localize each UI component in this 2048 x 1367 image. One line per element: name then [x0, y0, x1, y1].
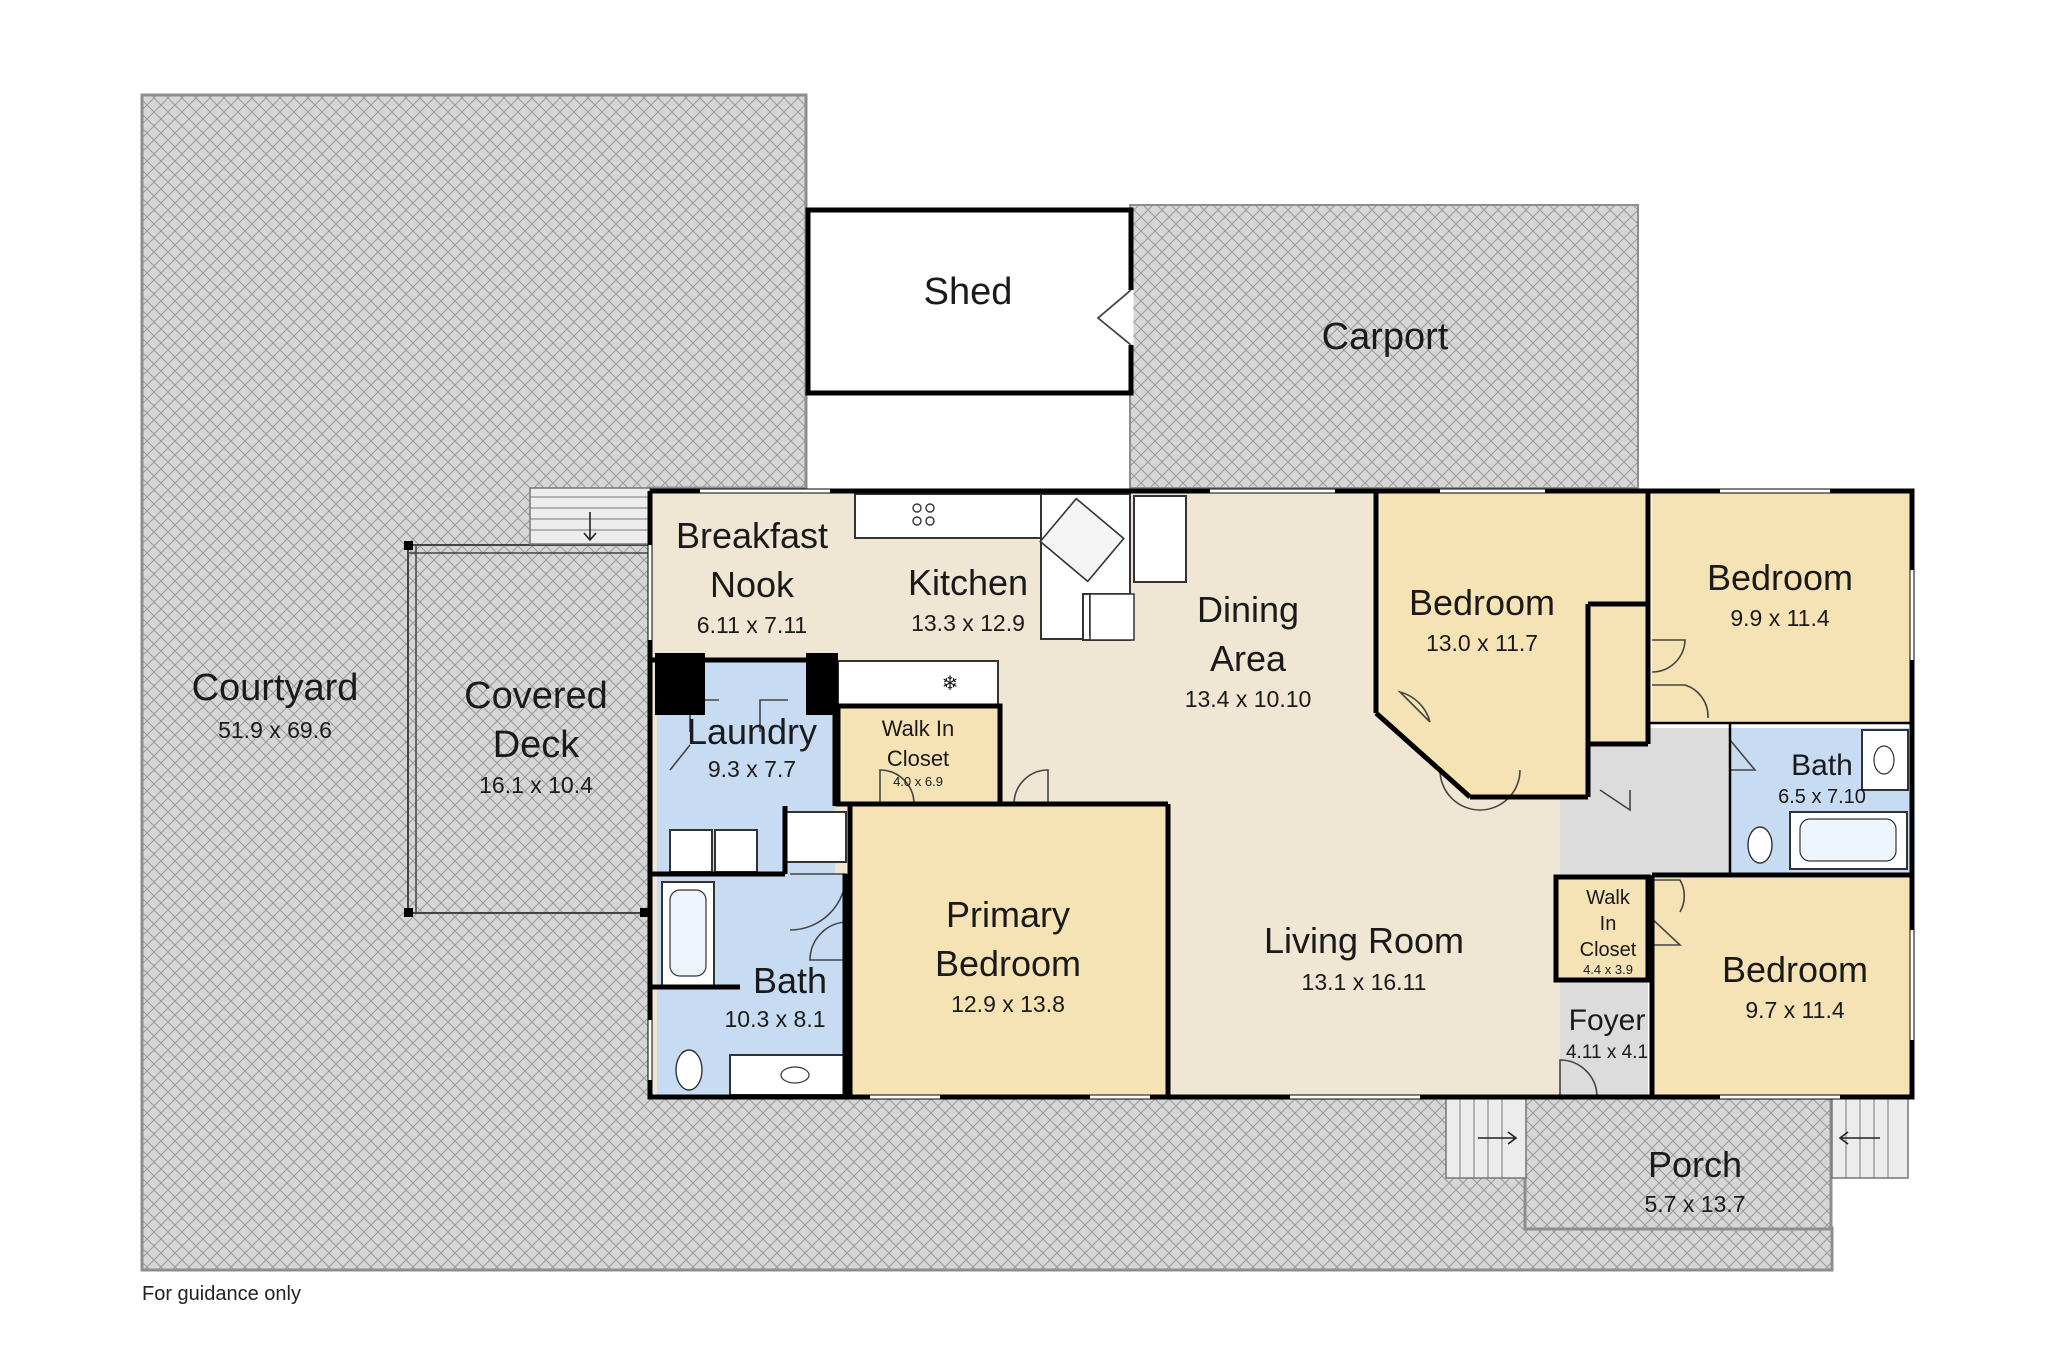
- walls: [647, 488, 1915, 1100]
- laundry-size: 9.3 x 7.7: [708, 756, 796, 782]
- svg-text:❄: ❄: [942, 673, 959, 695]
- bath-2-name: Bath: [1791, 749, 1853, 782]
- walk-in-closet-2-name-1: Walk: [1586, 887, 1631, 909]
- steps: [529, 487, 1909, 1179]
- covered-deck-area: [407, 544, 651, 914]
- windows: [648, 489, 1914, 1099]
- bath-main-size: 10.3 x 8.1: [724, 1006, 825, 1032]
- courtyard-size: 51.9 x 69.6: [218, 717, 332, 743]
- guidance-note: For guidance only: [142, 1283, 301, 1305]
- dining-area-size: 13.4 x 10.10: [1185, 686, 1312, 712]
- foyer-name: Foyer: [1569, 1004, 1646, 1037]
- bedroom-3-size: 9.9 x 11.4: [1730, 605, 1830, 631]
- doors: [669, 639, 1757, 1098]
- shed-name: Shed: [924, 271, 1013, 313]
- walk-in-closet-primary-name-1: Walk In: [882, 716, 955, 741]
- covered-deck-size: 16.1 x 10.4: [479, 772, 593, 798]
- covered-deck-name-2: Deck: [493, 724, 581, 766]
- courtyard-name: Courtyard: [192, 667, 359, 709]
- bedroom-4-size: 9.7 x 11.4: [1745, 997, 1845, 1023]
- walk-in-closet-2-area: [1558, 878, 1648, 982]
- living-room-size: 13.1 x 16.11: [1302, 969, 1427, 995]
- bedroom-4-area: [1652, 878, 1912, 1097]
- bedroom-2-size: 13.0 x 11.7: [1426, 630, 1538, 656]
- bedroom-3-name: Bedroom: [1707, 557, 1853, 598]
- porch-name: Porch: [1648, 1144, 1742, 1185]
- kitchen-name: Kitchen: [908, 562, 1028, 603]
- kitchen-size: 13.3 x 12.9: [911, 610, 1025, 636]
- walk-in-closet-2-name-3: Closet: [1580, 939, 1637, 961]
- breakfast-nook-size: 6.11 x 7.11: [697, 612, 807, 638]
- primary-bedroom-name-1: Primary: [946, 894, 1070, 935]
- walk-in-closet-primary-size: 4.0 x 6.9: [893, 774, 943, 789]
- bedroom-2-name: Bedroom: [1409, 582, 1555, 623]
- bath-2-size: 6.5 x 7.10: [1778, 786, 1866, 808]
- breakfast-nook-name-1: Breakfast: [676, 515, 828, 556]
- bedroom-3-area: [1652, 491, 1912, 723]
- porch-size: 5.7 x 13.7: [1644, 1191, 1745, 1217]
- primary-bedroom-name-2: Bedroom: [935, 943, 1081, 984]
- walk-in-closet-primary-name-2: Closet: [887, 746, 949, 771]
- carport-name: Carport: [1322, 316, 1449, 358]
- living-room-name: Living Room: [1264, 920, 1464, 961]
- laundry-name: Laundry: [687, 711, 817, 752]
- breakfast-nook-name-2: Nook: [710, 564, 795, 605]
- covered-deck-name-1: Covered: [464, 675, 608, 717]
- outdoor-areas: [140, 93, 1834, 1272]
- walk-in-closet-primary-area: [840, 708, 1000, 804]
- dining-area-name-2: Area: [1210, 638, 1287, 679]
- porch-area: [1523, 1096, 1833, 1231]
- bedroom-2-area: [1380, 491, 1648, 797]
- bedroom-4-name: Bedroom: [1722, 949, 1868, 990]
- walk-in-closet-2-size: 4.4 x 3.9: [1583, 962, 1633, 977]
- primary-bedroom-area: [850, 804, 1168, 1097]
- dining-area-name-1: Dining: [1197, 589, 1299, 630]
- foyer-size: 4.11 x 4.1: [1566, 1042, 1648, 1063]
- bath-main-name: Bath: [753, 960, 827, 1001]
- primary-bedroom-size: 12.9 x 13.8: [951, 991, 1065, 1017]
- carport-area: [1129, 204, 1639, 489]
- room-labels: Courtyard 51.9 x 69.6 Covered Deck 16.1 …: [192, 271, 1868, 1217]
- walk-in-closet-2-name-2: In: [1600, 913, 1617, 935]
